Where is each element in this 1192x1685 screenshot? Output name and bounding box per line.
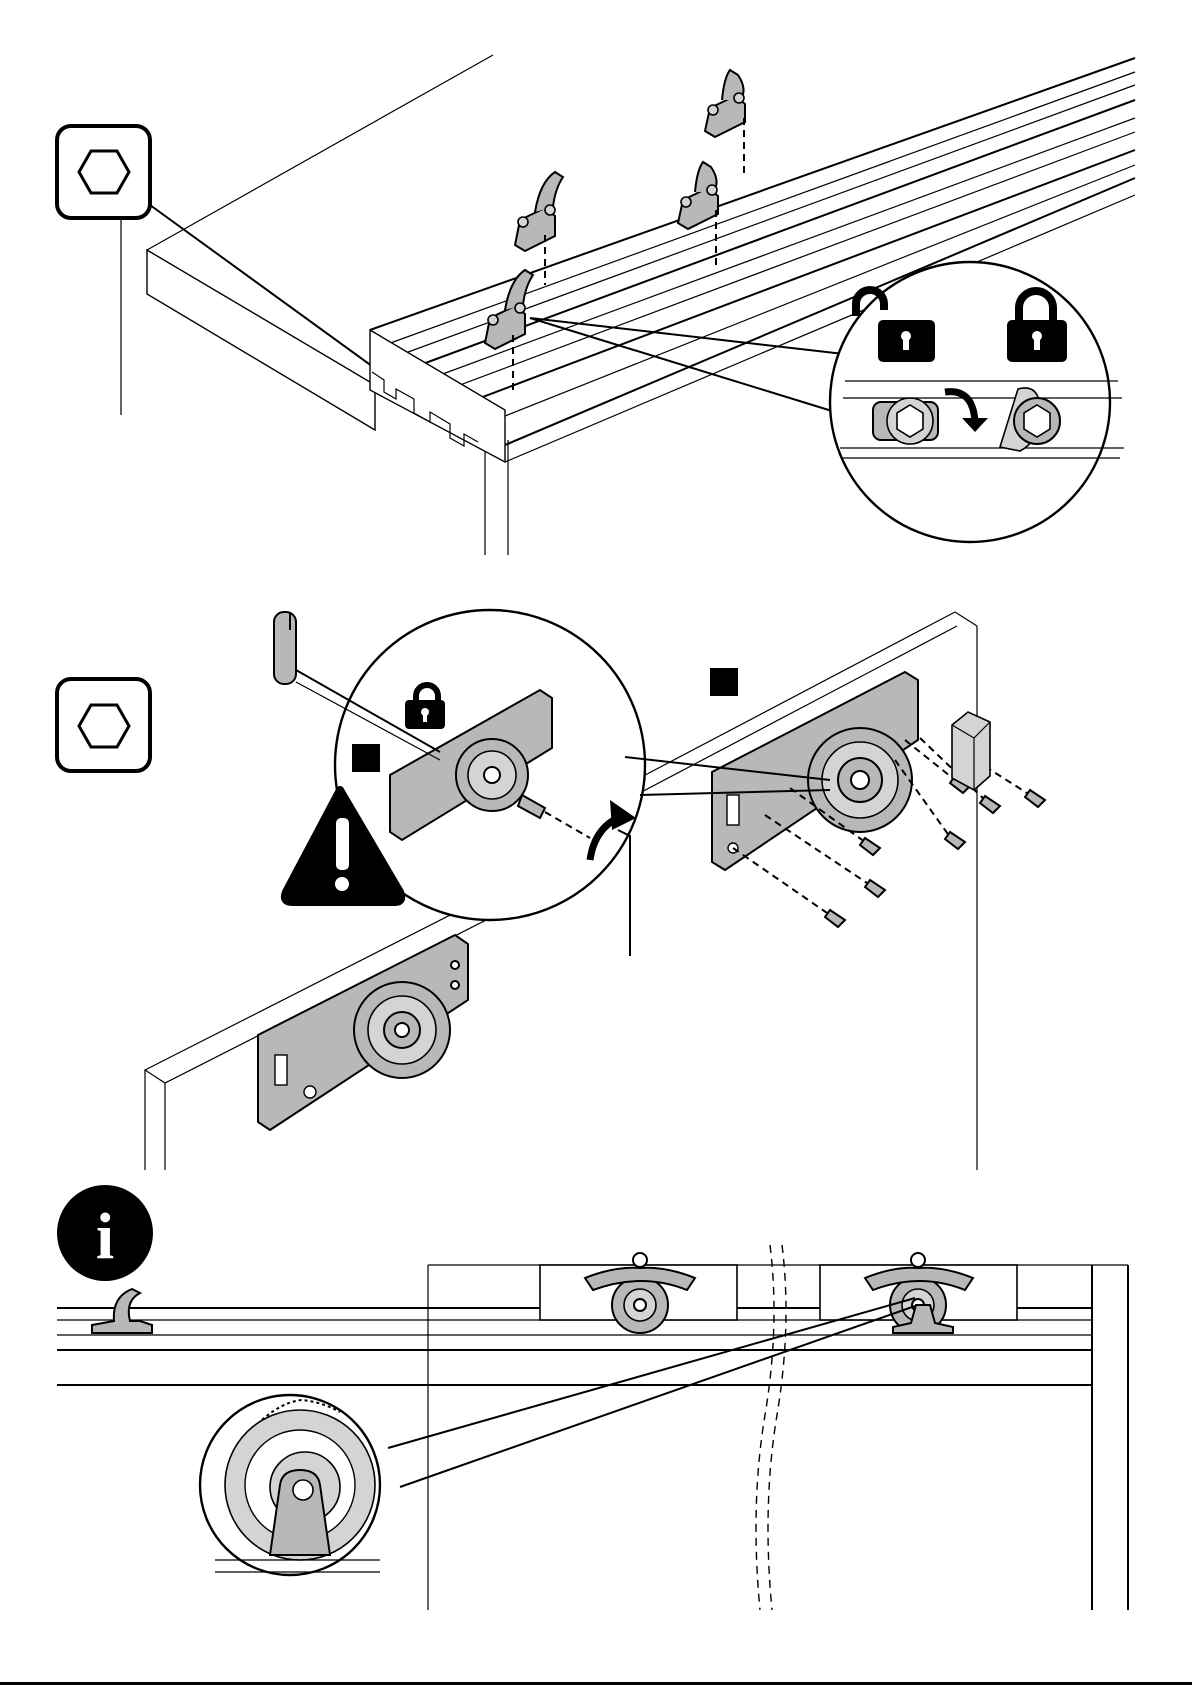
lock-detail-callout (830, 262, 1124, 542)
door-panel-right (630, 612, 977, 1170)
panel-info-adjustment: i (57, 1185, 1128, 1610)
step-marker-square (352, 744, 380, 772)
adjustment-detail-callout (200, 1395, 380, 1575)
cabinet-top (147, 55, 508, 555)
hex-tool-badge-2 (57, 679, 150, 771)
info-letter: i (96, 1200, 114, 1273)
rail-bracket-1 (515, 172, 563, 285)
panel-rail-brackets (57, 55, 1135, 555)
info-icon: i (57, 1185, 153, 1281)
rail-bracket-2 (485, 270, 533, 390)
frame-carriage-left (540, 1253, 737, 1333)
rail-bracket-4 (705, 70, 745, 178)
panel-carriage-mounting (57, 610, 1045, 1170)
step-marker-square (710, 668, 738, 696)
frame-carriage-right (820, 1253, 1017, 1333)
rail-stop-bracket (92, 1289, 152, 1333)
rail-bracket-3 (678, 162, 718, 265)
